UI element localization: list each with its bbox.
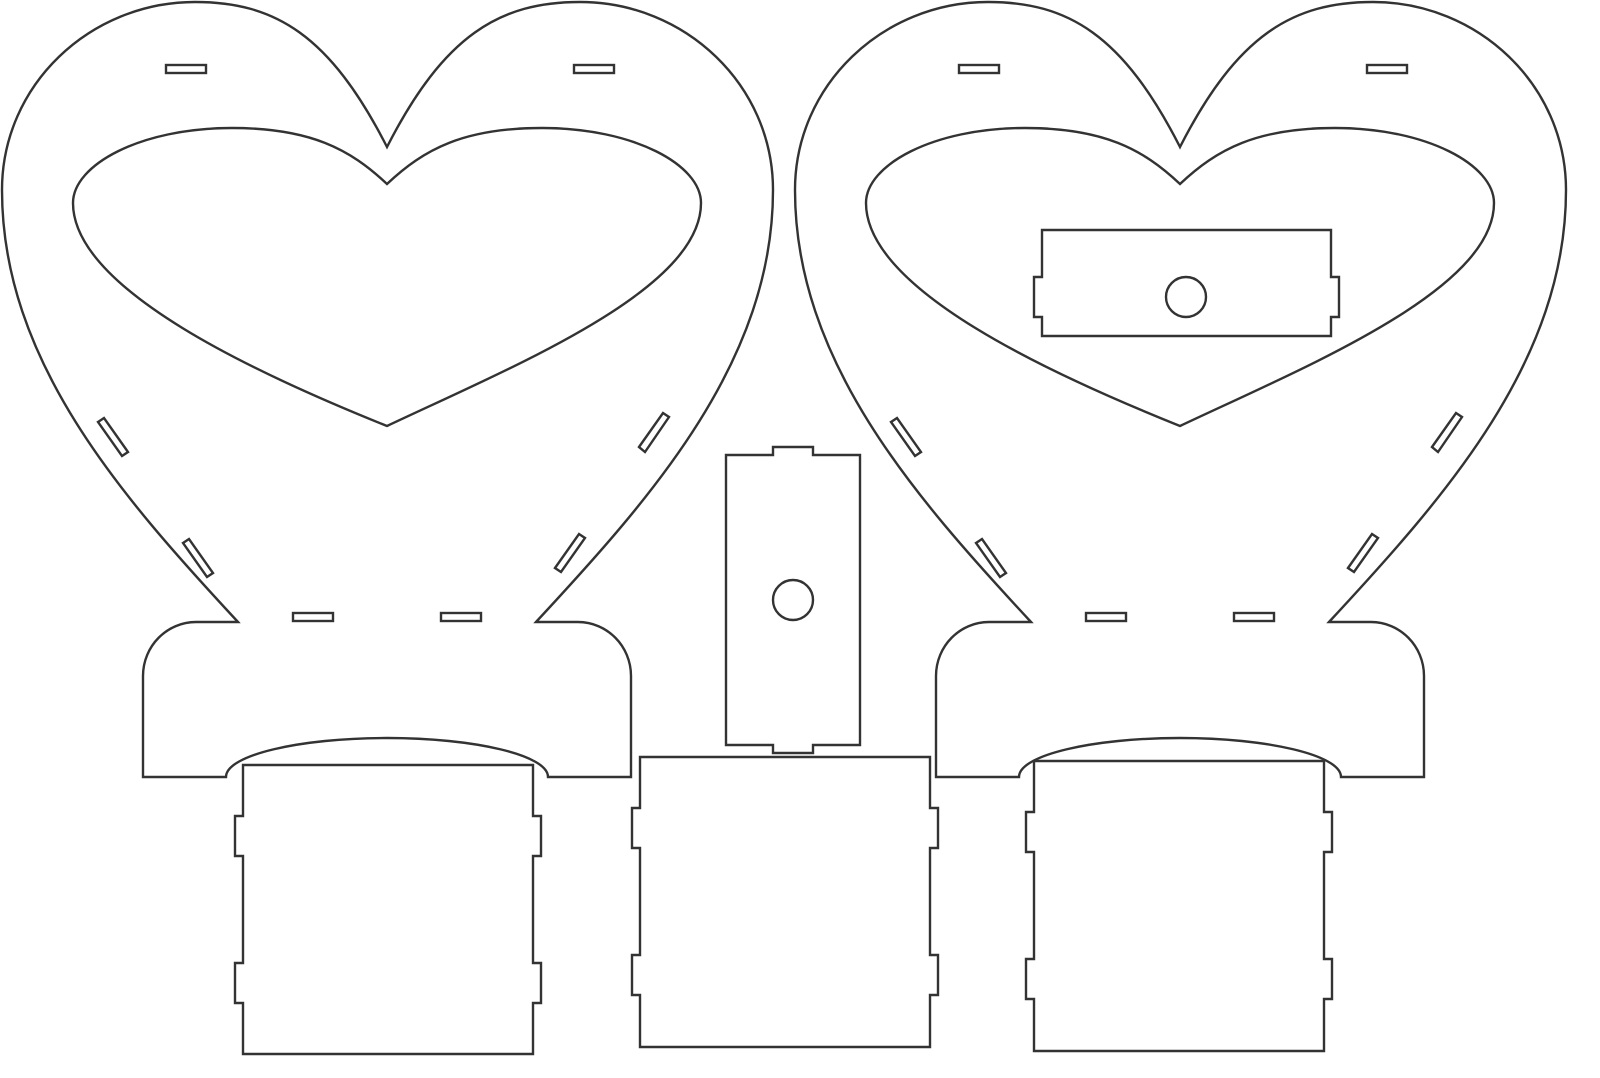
angled-slot [637,411,671,454]
slot [439,611,483,623]
right-heart-panel [793,0,1568,779]
slot [291,611,335,623]
box-side-panel [1024,759,1334,1053]
box-side-panel [630,755,940,1049]
slot [1365,63,1409,75]
angled-slot [1346,532,1380,574]
hole [771,578,815,622]
angled-slot [181,537,215,579]
angled-slot [96,416,130,458]
slot [1232,611,1276,623]
slot [572,63,616,75]
vertical-tabbed-plate [724,445,862,755]
tabbed-plate [1032,228,1341,338]
left-heart-panel [0,0,775,779]
angled-slot [553,532,587,574]
heart-outline [0,0,775,779]
box-side-panel [233,763,543,1056]
angled-slot [889,416,923,458]
angled-slot [1430,411,1464,454]
heart-cutout [864,126,1496,428]
center-parts [233,445,1334,1056]
hole [1164,275,1208,319]
slot [164,63,208,75]
angled-slot [974,537,1008,579]
heart-cutout [71,126,703,428]
slot [957,63,1001,75]
heart-outline [793,0,1568,779]
slot [1084,611,1128,623]
